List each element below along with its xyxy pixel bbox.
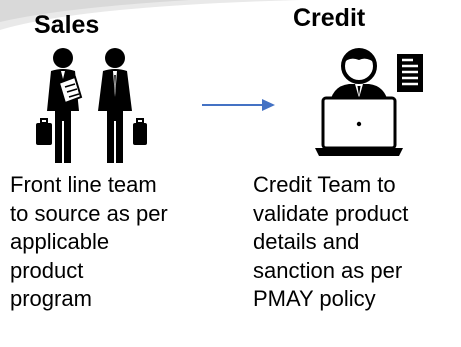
sales-description: Front line team to source as per applica… [10, 172, 168, 311]
right-arrow-icon [202, 99, 275, 111]
businessmen-icon [36, 48, 147, 163]
sales-title: Sales [34, 11, 100, 39]
credit-description: Credit Team to validate product details … [253, 172, 409, 311]
decorative-corner [0, 0, 300, 30]
credit-officer-laptop-icon [315, 48, 423, 156]
credit-title: Credit [293, 4, 366, 32]
